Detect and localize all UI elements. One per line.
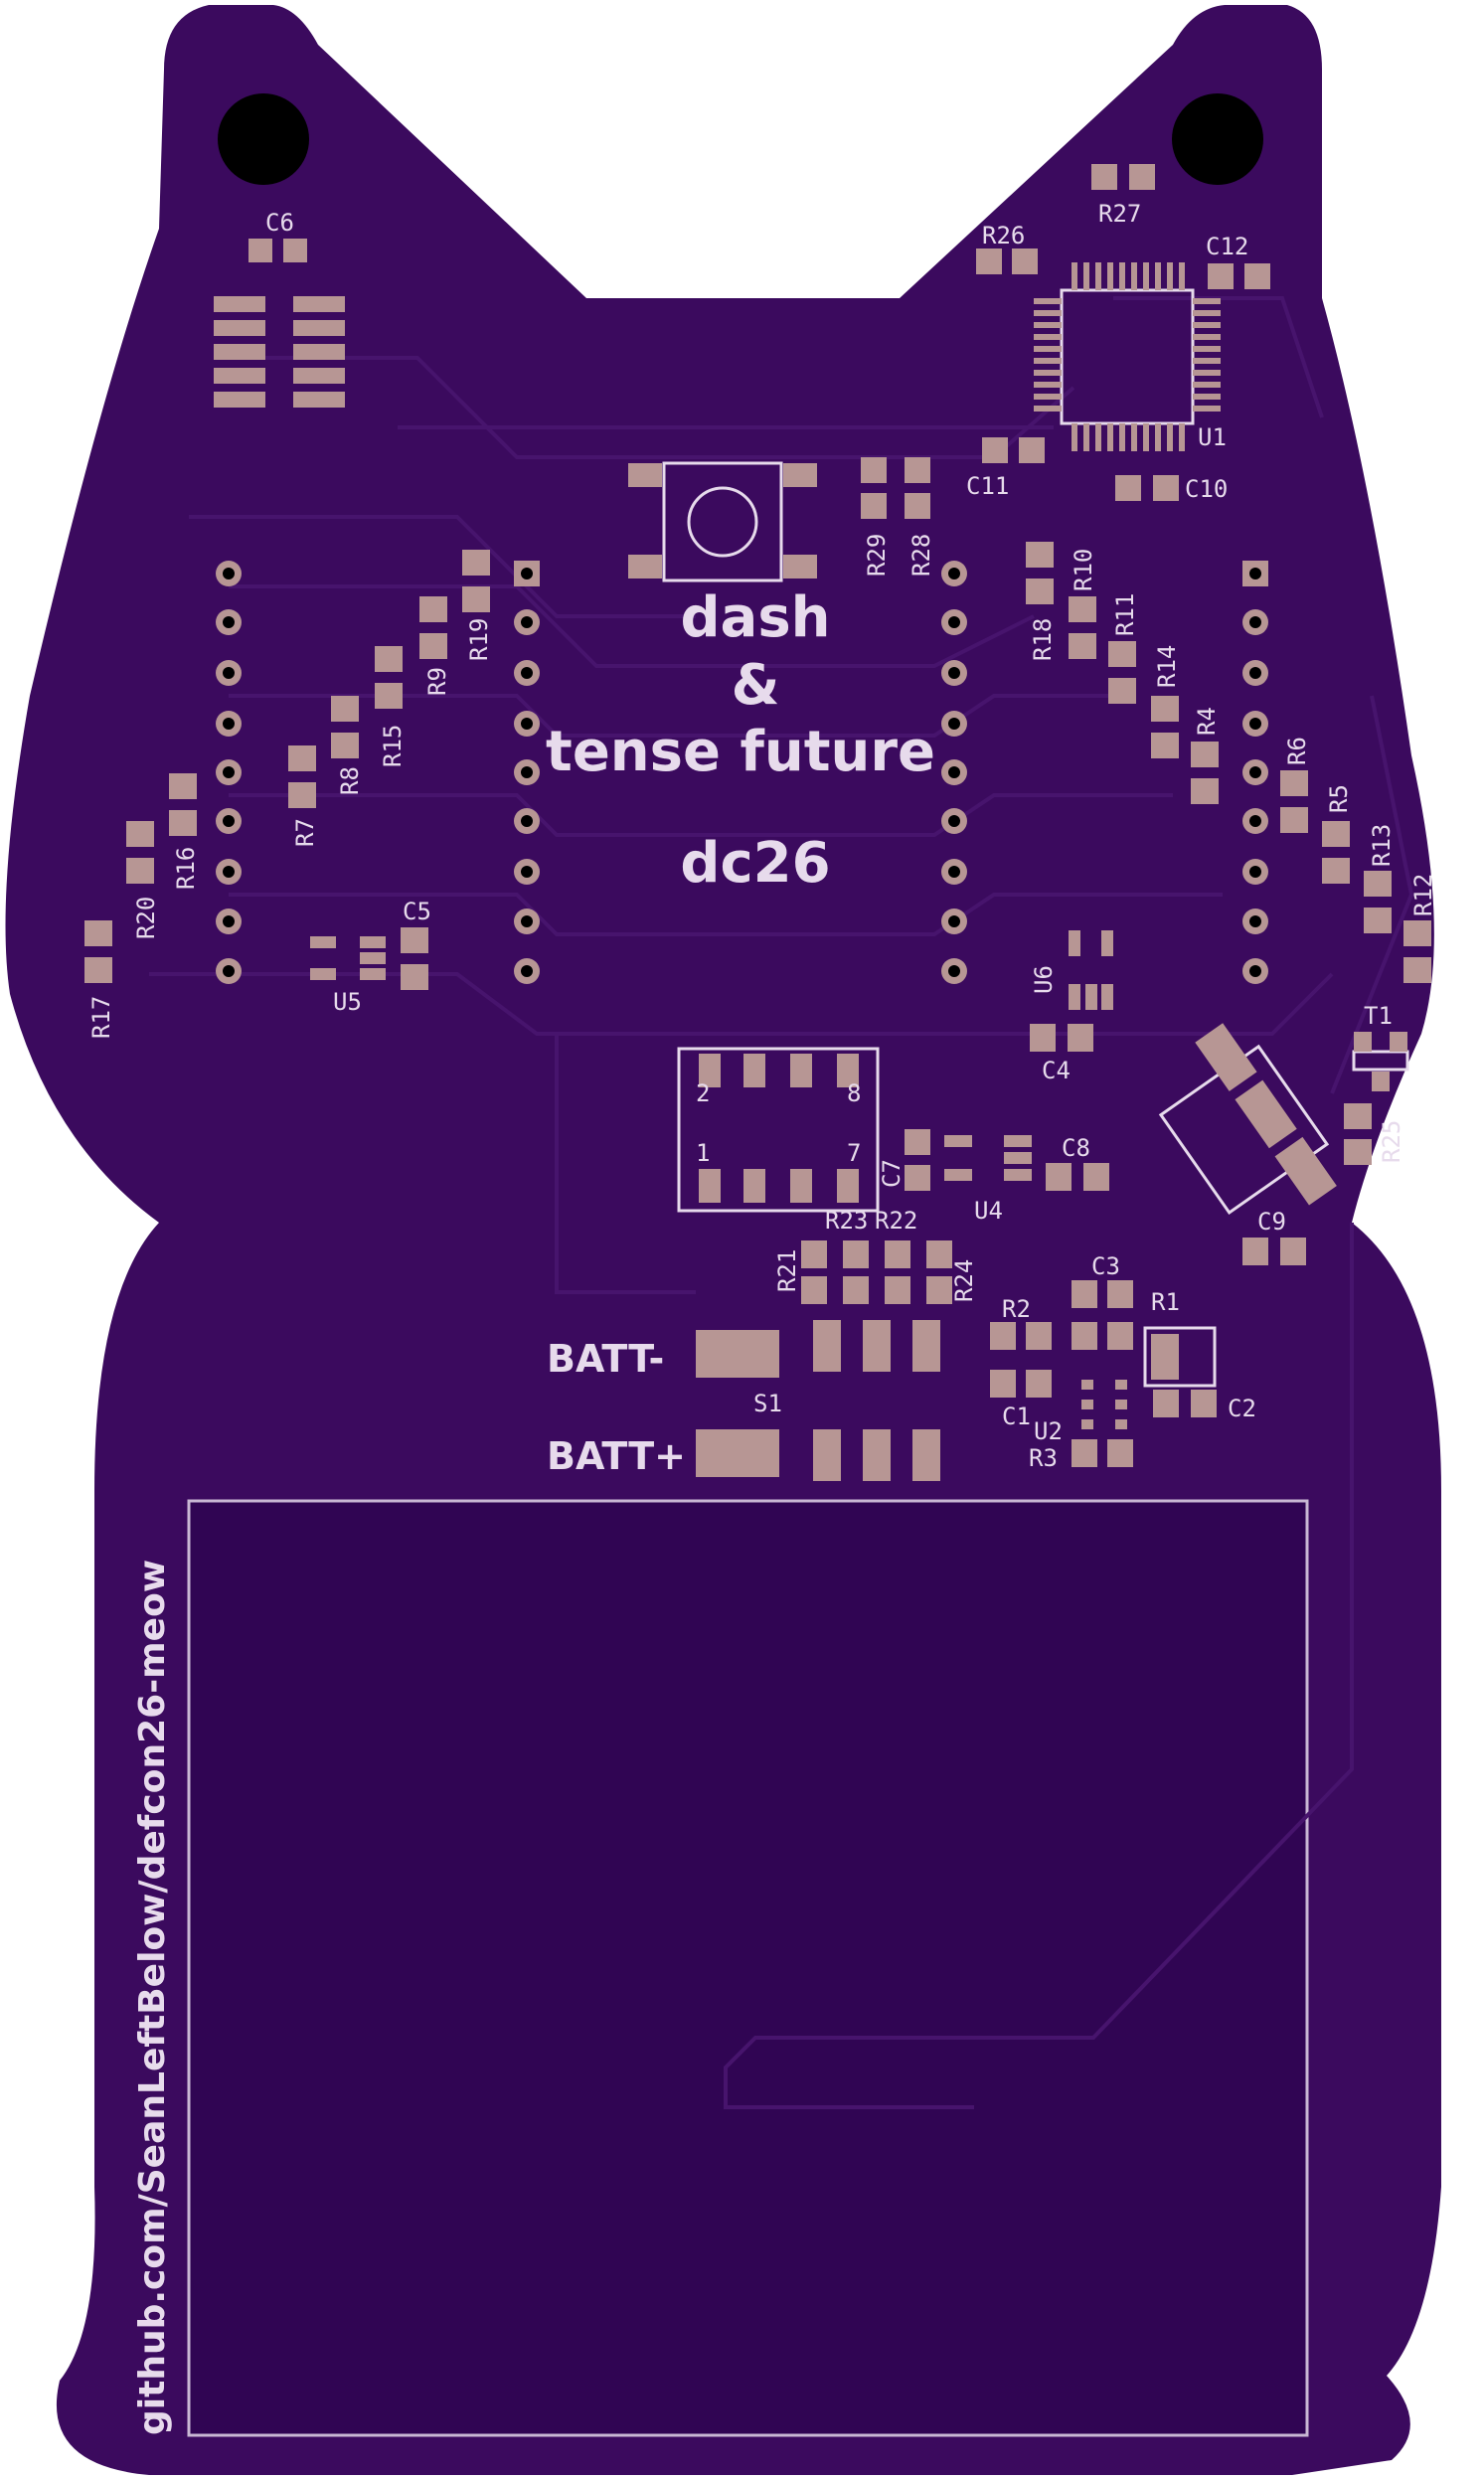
r21-r24 — [801, 1240, 952, 1304]
label-r13: R13 — [1368, 824, 1396, 867]
battery-pads — [696, 1320, 940, 1481]
label-r27: R27 — [1098, 200, 1141, 228]
soic8: 2 8 1 7 — [677, 1047, 880, 1213]
batt-minus-label: BATT- — [547, 1337, 664, 1381]
label-r25: R25 — [1378, 1120, 1405, 1163]
left-resistors — [84, 550, 490, 983]
mounting-hole-right — [1172, 93, 1263, 185]
mcu-u1 — [1034, 262, 1221, 451]
label-r23: R23 — [825, 1207, 868, 1235]
label-r14: R14 — [1153, 645, 1181, 688]
title-dash: dash — [680, 585, 830, 650]
label-u5: U5 — [333, 988, 362, 1016]
label-r2: R2 — [1002, 1295, 1031, 1323]
svg-text:7: 7 — [847, 1139, 861, 1167]
c7-u4-c8 — [905, 1129, 1109, 1191]
label-c11: C11 — [966, 472, 1009, 500]
label-r3: R3 — [1029, 1444, 1058, 1472]
battery-holder-outline — [187, 1499, 1309, 2437]
label-r5: R5 — [1325, 784, 1353, 813]
label-r9: R9 — [423, 667, 451, 696]
label-u6: U6 — [1030, 965, 1058, 994]
label-c7: C7 — [878, 1159, 906, 1188]
label-r1: R1 — [1151, 1288, 1180, 1316]
label-r24: R24 — [950, 1259, 978, 1302]
mounting-hole-left — [218, 93, 309, 185]
svg-text:2: 2 — [696, 1079, 710, 1107]
label-u1: U1 — [1198, 423, 1227, 451]
label-r16: R16 — [172, 847, 200, 890]
label-r6: R6 — [1283, 737, 1311, 765]
top-right-passives — [861, 164, 1270, 519]
repo-url: github.com/SeanLeftBelow/defcon26-meow — [132, 1560, 173, 2435]
t1 — [1352, 1032, 1409, 1091]
label-c1: C1 — [1002, 1403, 1031, 1430]
label-c5: C5 — [403, 898, 431, 925]
label-c8: C8 — [1062, 1134, 1090, 1162]
label-r29: R29 — [863, 534, 891, 577]
batt-plus-label: BATT+ — [547, 1434, 686, 1478]
label-c3: C3 — [1091, 1252, 1120, 1280]
r25 — [1344, 1103, 1372, 1165]
traces — [149, 296, 1414, 2109]
label-r28: R28 — [907, 534, 935, 577]
header-pins — [216, 561, 1268, 984]
label-r11: R11 — [1111, 593, 1139, 636]
label-c9: C9 — [1257, 1208, 1286, 1236]
label-r19: R19 — [465, 618, 493, 661]
label-c4: C4 — [1042, 1057, 1071, 1084]
title-tense-future: tense future — [546, 720, 935, 784]
label-u4: U4 — [974, 1197, 1003, 1225]
ic-upper-left — [214, 239, 345, 408]
svg-text:8: 8 — [847, 1079, 861, 1107]
label-r22: R22 — [875, 1207, 917, 1235]
label-t1: T1 — [1364, 1002, 1393, 1030]
label-r17: R17 — [87, 996, 115, 1039]
c9 — [1242, 1238, 1306, 1265]
label-r21: R21 — [773, 1249, 801, 1292]
label-r4: R4 — [1193, 707, 1221, 736]
tactile-button — [628, 461, 817, 582]
label-r7: R7 — [291, 818, 319, 847]
label-r8: R8 — [336, 766, 364, 795]
title-dc26: dc26 — [680, 831, 830, 896]
power-transistor — [1158, 1023, 1337, 1216]
u6-c4 — [1030, 930, 1113, 1052]
label-c6: C6 — [265, 209, 294, 237]
label-r15: R15 — [379, 725, 407, 767]
label-c10: C10 — [1185, 475, 1228, 503]
svg-text:1: 1 — [696, 1139, 710, 1167]
label-s1: S1 — [753, 1390, 782, 1417]
label-r12: R12 — [1409, 874, 1437, 916]
power-section — [990, 1280, 1217, 1467]
right-resistors — [1026, 542, 1431, 983]
label-c12: C12 — [1206, 233, 1248, 260]
label-r10: R10 — [1070, 549, 1097, 591]
label-r26: R26 — [982, 222, 1025, 249]
label-u2: U2 — [1034, 1417, 1063, 1445]
label-r18: R18 — [1029, 618, 1057, 661]
u5-c5 — [310, 927, 428, 990]
label-c2: C2 — [1228, 1395, 1256, 1422]
title-ampersand: & — [732, 653, 780, 718]
r1-outline — [1143, 1326, 1217, 1388]
label-r20: R20 — [132, 897, 160, 939]
